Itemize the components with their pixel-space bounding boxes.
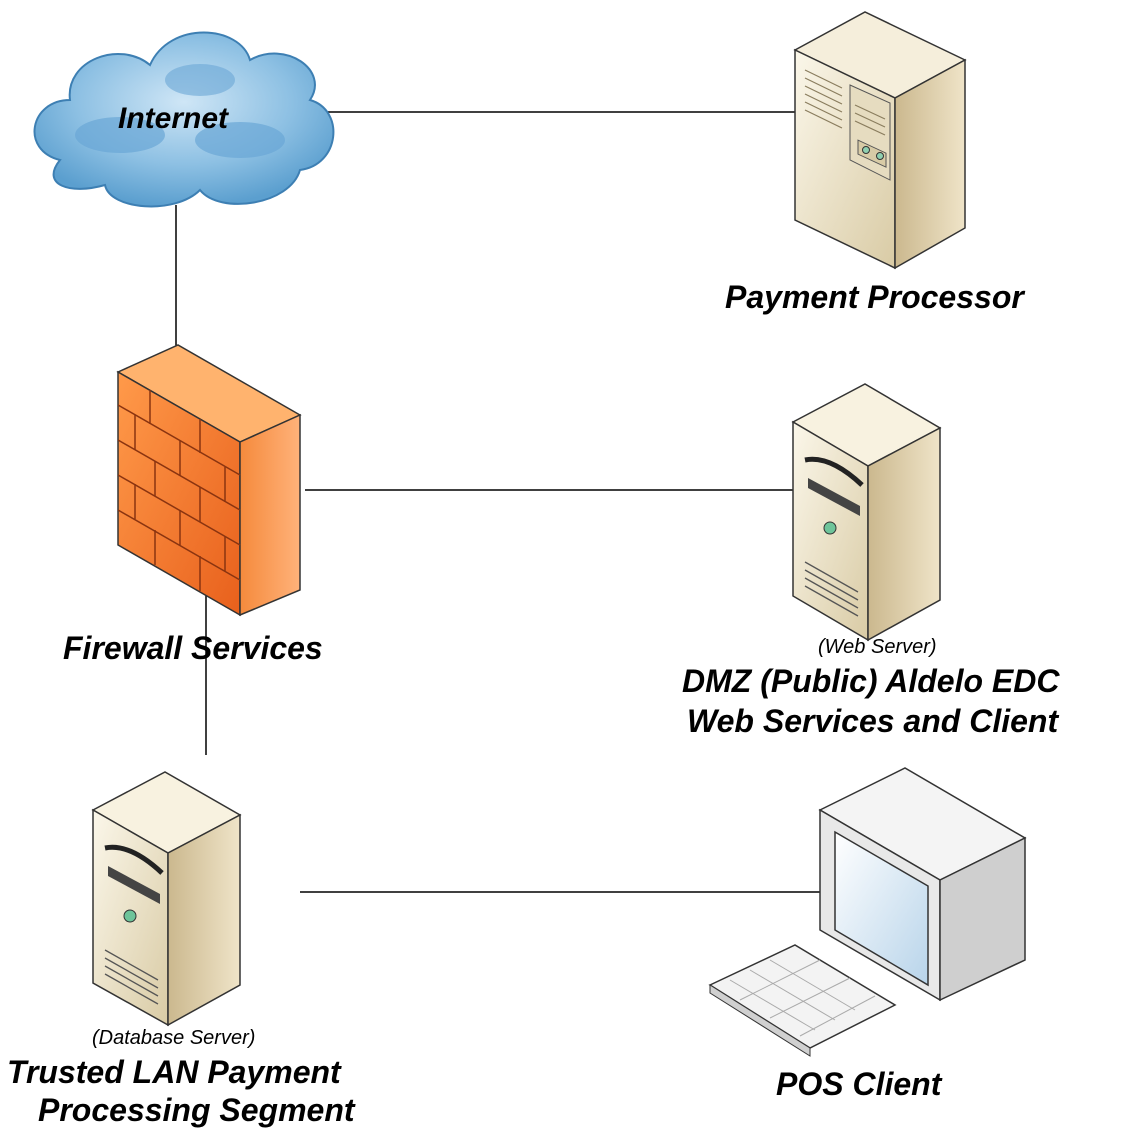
web-server-label-line1: DMZ (Public) Aldelo EDC: [682, 663, 1060, 699]
connections: [175, 111, 822, 893]
payment-processor-label: Payment Processor: [725, 279, 1024, 315]
server-icon: [91, 771, 242, 1027]
database-server-label-line2: Processing Segment: [38, 1092, 355, 1128]
database-server-label-line1: Trusted LAN Payment: [7, 1054, 341, 1090]
desktop-computer-icon: [708, 767, 1027, 1057]
server-icon: [791, 383, 942, 642]
database-server-subtitle: (Database Server): [92, 1027, 256, 1049]
pos-client-label: POS Client: [776, 1066, 942, 1102]
firewall-icon: [116, 344, 302, 617]
cloud-icon: [33, 31, 335, 208]
firewall-label: Firewall Services: [63, 630, 323, 666]
server-tower-icon: [793, 11, 967, 270]
internet-label: Internet: [118, 102, 229, 135]
web-server-label-line2: Web Services and Client: [687, 703, 1059, 739]
web-server-subtitle: (Web Server): [818, 636, 937, 658]
